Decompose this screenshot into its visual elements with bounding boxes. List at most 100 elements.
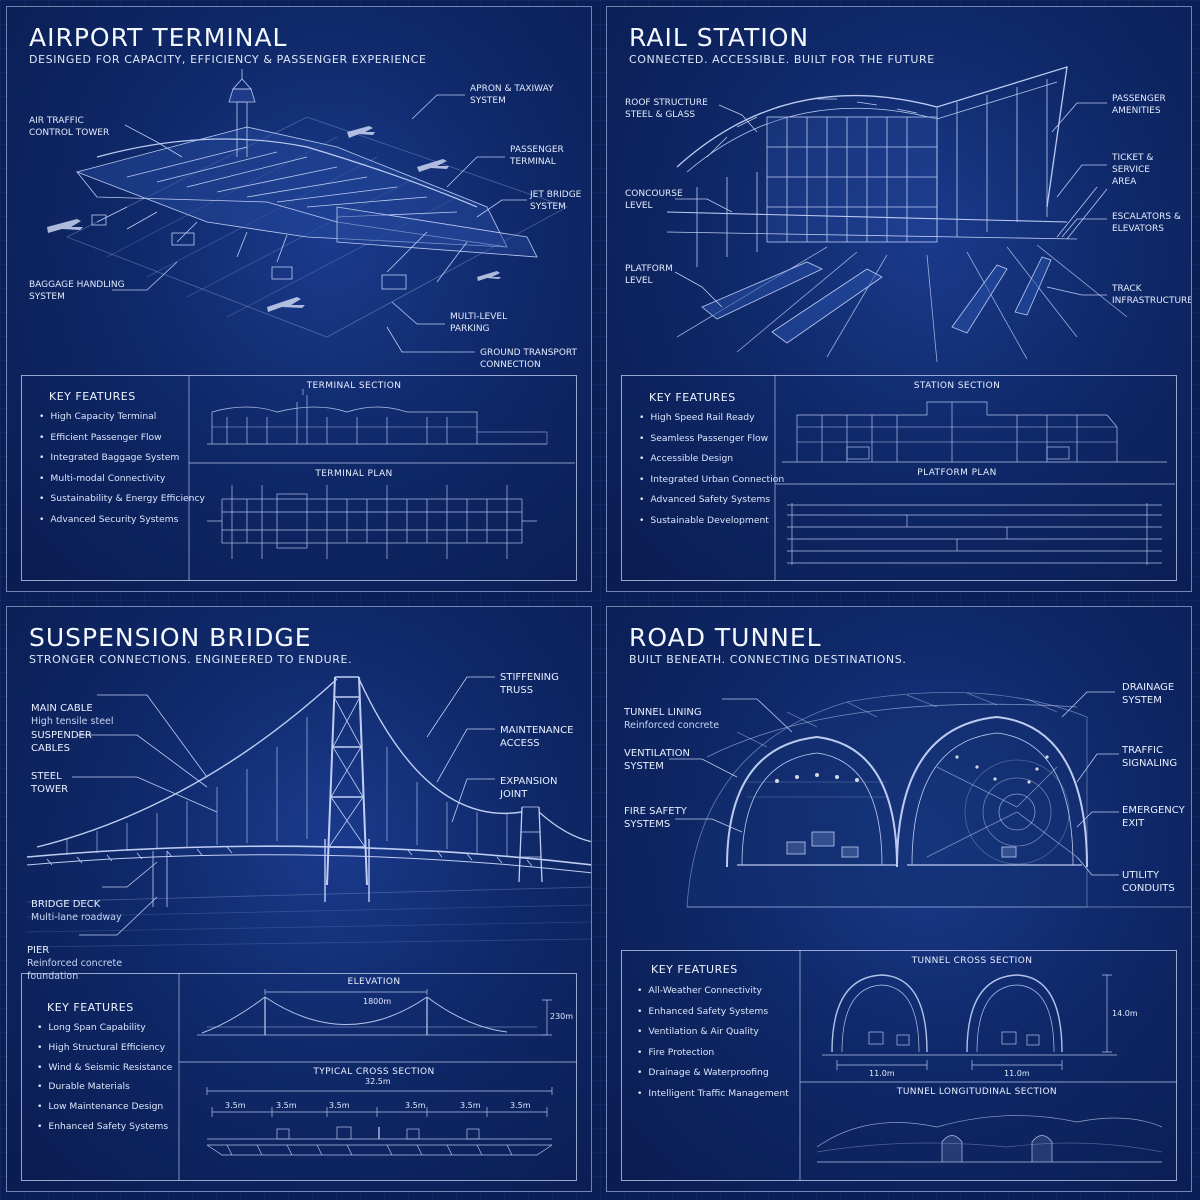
label-maintenance-access: MAINTENANCE ACCESS [500, 725, 574, 749]
key-feature-item: High Speed Rail Ready [639, 408, 784, 429]
label-suspender-cables: SUSPENDER CABLES [31, 730, 92, 754]
label-utility-conduits: UTILITY CONDUITS [1122, 870, 1175, 894]
label-jet-bridge: JET BRIDGE SYSTEM [530, 190, 582, 212]
panel-subtitle: DESINGED FOR CAPACITY, EFFICIENCY & PASS… [29, 53, 427, 66]
details-box [21, 375, 577, 581]
key-features-list: High Capacity Terminal Efficient Passeng… [39, 407, 205, 531]
details-box [621, 950, 1177, 1181]
label-roof-structure: ROOF STRUCTURE STEEL & GLASS [625, 98, 708, 120]
panel-subtitle: STRONGER CONNECTIONS. ENGINEERED TO ENDU… [29, 653, 353, 666]
label-pier-title: PIER [27, 945, 50, 956]
panel-title: AIRPORT TERMINAL [29, 23, 288, 52]
key-feature-item: Integrated Baggage System [39, 448, 205, 469]
panel-title: ROAD TUNNEL [629, 623, 822, 652]
label-platform: PLATFORM LEVEL [625, 264, 673, 286]
label-ventilation: VENTILATION SYSTEM [624, 748, 690, 772]
label-bridge-deck: BRIDGE DECK Multi-lane roadway [31, 885, 122, 937]
label-passenger-terminal: PASSENGER TERMINAL [510, 145, 564, 167]
cross-section-title: TUNNEL CROSS SECTION [911, 956, 1033, 966]
key-features-list: High Speed Rail Ready Seamless Passenger… [639, 408, 784, 532]
key-features-list: All-Weather Connectivity Enhanced Safety… [637, 981, 789, 1105]
label-parking: MULTI-LEVEL PARKING [450, 312, 508, 334]
lane-dimension: 3.5m [225, 1101, 246, 1110]
label-bridge-deck-detail: Multi-lane roadway [31, 912, 122, 923]
longitudinal-section-title: TUNNEL LONGITUDINAL SECTION [896, 1087, 1058, 1097]
label-pier-detail: Reinforced concrete foundation [27, 958, 123, 982]
panel-road-tunnel: ROAD TUNNEL BUILT BENEATH. CONNECTING DE… [606, 606, 1192, 1192]
label-traffic-signaling: TRAFFIC SIGNALING [1122, 745, 1178, 769]
key-feature-item: Drainage & Waterproofing [637, 1063, 789, 1084]
lane-dimension: 3.5m [276, 1101, 297, 1110]
label-expansion-joint: EXPANSION JOINT [500, 776, 558, 800]
label-steel-tower: STEEL TOWER [31, 771, 69, 795]
lane-dimension: 3.5m [405, 1101, 426, 1110]
label-baggage: BAGGAGE HANDLING SYSTEM [29, 280, 125, 302]
lane-dimension: 3.5m [510, 1101, 531, 1110]
details-box [621, 375, 1177, 581]
key-feature-item: Accessible Design [639, 449, 784, 470]
label-apron-taxiway: APRON & TAXIWAY SYSTEM [470, 84, 554, 106]
panel-airport-terminal: AIRPORT TERMINAL DESINGED FOR CAPACITY, … [6, 6, 592, 592]
label-ticket-area: TICKET & SERVICE AREA [1112, 153, 1154, 187]
key-feature-item: Long Span Capability [37, 1018, 172, 1038]
key-feature-item: Multi-modal Connectivity [39, 469, 205, 490]
label-emergency-exit: EMERGENCY EXIT [1122, 805, 1185, 829]
key-feature-item: Enhanced Safety Systems [637, 1002, 789, 1023]
width-dimension-left: 11.0m [869, 1069, 895, 1078]
panel-title: RAIL STATION [629, 23, 810, 52]
key-feature-item: Advanced Security Systems [39, 510, 205, 531]
key-feature-item: Seamless Passenger Flow [639, 429, 784, 450]
key-feature-item: All-Weather Connectivity [637, 981, 789, 1002]
cross-width-dimension: 32.5m [365, 1077, 391, 1086]
height-dimension: 14.0m [1112, 1009, 1138, 1018]
key-feature-item: High Structural Efficiency [37, 1038, 172, 1058]
label-concourse: CONCOURSE LEVEL [625, 189, 683, 211]
cross-section-title: TYPICAL CROSS SECTION [313, 1067, 435, 1077]
key-feature-item: Enhanced Safety Systems [37, 1117, 172, 1137]
label-main-cable-detail: High tensile steel [31, 716, 114, 727]
label-drainage: DRAINAGE SYSTEM [1122, 682, 1175, 706]
rail-illustration [666, 66, 1175, 581]
panel-suspension-bridge: SUSPENSION BRIDGE STRONGER CONNECTIONS. … [6, 606, 592, 1192]
panel-title: SUSPENSION BRIDGE [29, 623, 312, 652]
lane-dimension: 3.5m [460, 1101, 481, 1110]
label-ground-transport: GROUND TRANSPORT CONNECTION [480, 348, 578, 370]
label-escalators: ESCALATORS & ELEVATORS [1112, 212, 1181, 234]
key-feature-item: Intelligent Traffic Management [637, 1084, 788, 1105]
key-features-title: KEY FEATURES [49, 390, 136, 403]
height-dimension: 230m [550, 1012, 574, 1021]
panel-subtitle: CONNECTED. ACCESSIBLE. BUILT FOR THE FUT… [629, 53, 935, 66]
tunnel-illustration [669, 691, 1191, 1181]
key-features-title: KEY FEATURES [649, 391, 736, 404]
label-amenities: PASSENGER AMENITIES [1112, 94, 1166, 116]
key-feature-item: Sustainability & Energy Efficiency [39, 489, 205, 510]
label-track: TRACK INFRASTRUCTURE [1112, 284, 1192, 306]
key-feature-item: Sustainable Development [639, 511, 784, 532]
label-tunnel-lining-detail: Reinforced concrete [624, 720, 720, 731]
section-title: TERMINAL SECTION [306, 381, 402, 391]
key-feature-item: Ventilation & Air Quality [637, 1022, 789, 1043]
lane-dimension: 3.5m [329, 1101, 350, 1110]
details-box [21, 973, 577, 1181]
key-feature-item: High Capacity Terminal [39, 407, 205, 428]
key-feature-item: Integrated Urban Connection [639, 470, 784, 491]
plan-title: PLATFORM PLAN [917, 468, 997, 478]
key-feature-item: Efficient Passenger Flow [39, 428, 205, 449]
key-feature-item: Durable Materials [37, 1077, 172, 1097]
elevation-title: ELEVATION [347, 977, 401, 987]
span-dimension: 1800m [363, 997, 392, 1006]
key-features-title: KEY FEATURES [47, 1001, 134, 1014]
label-tunnel-lining: TUNNEL LINING Reinforced concrete [624, 693, 719, 745]
panel-rail-station: RAIL STATION CONNECTED. ACCESSIBLE. BUIL… [606, 6, 1192, 592]
plan-title: TERMINAL PLAN [315, 469, 393, 479]
label-fire-safety: FIRE SAFETY SYSTEMS [624, 806, 687, 830]
bridge-illustration [26, 676, 591, 1181]
label-main-cable-title: MAIN CABLE [31, 703, 93, 714]
label-control-tower: AIR TRAFFIC CONTROL TOWER [29, 116, 110, 138]
label-tunnel-lining-title: TUNNEL LINING [624, 707, 702, 718]
label-stiffening-truss: STIFFENING TRUSS [500, 672, 559, 696]
panel-subtitle: BUILT BENEATH. CONNECTING DESTINATIONS. [629, 653, 907, 666]
key-feature-item: Advanced Safety Systems [639, 490, 784, 511]
key-features-title: KEY FEATURES [651, 963, 738, 976]
